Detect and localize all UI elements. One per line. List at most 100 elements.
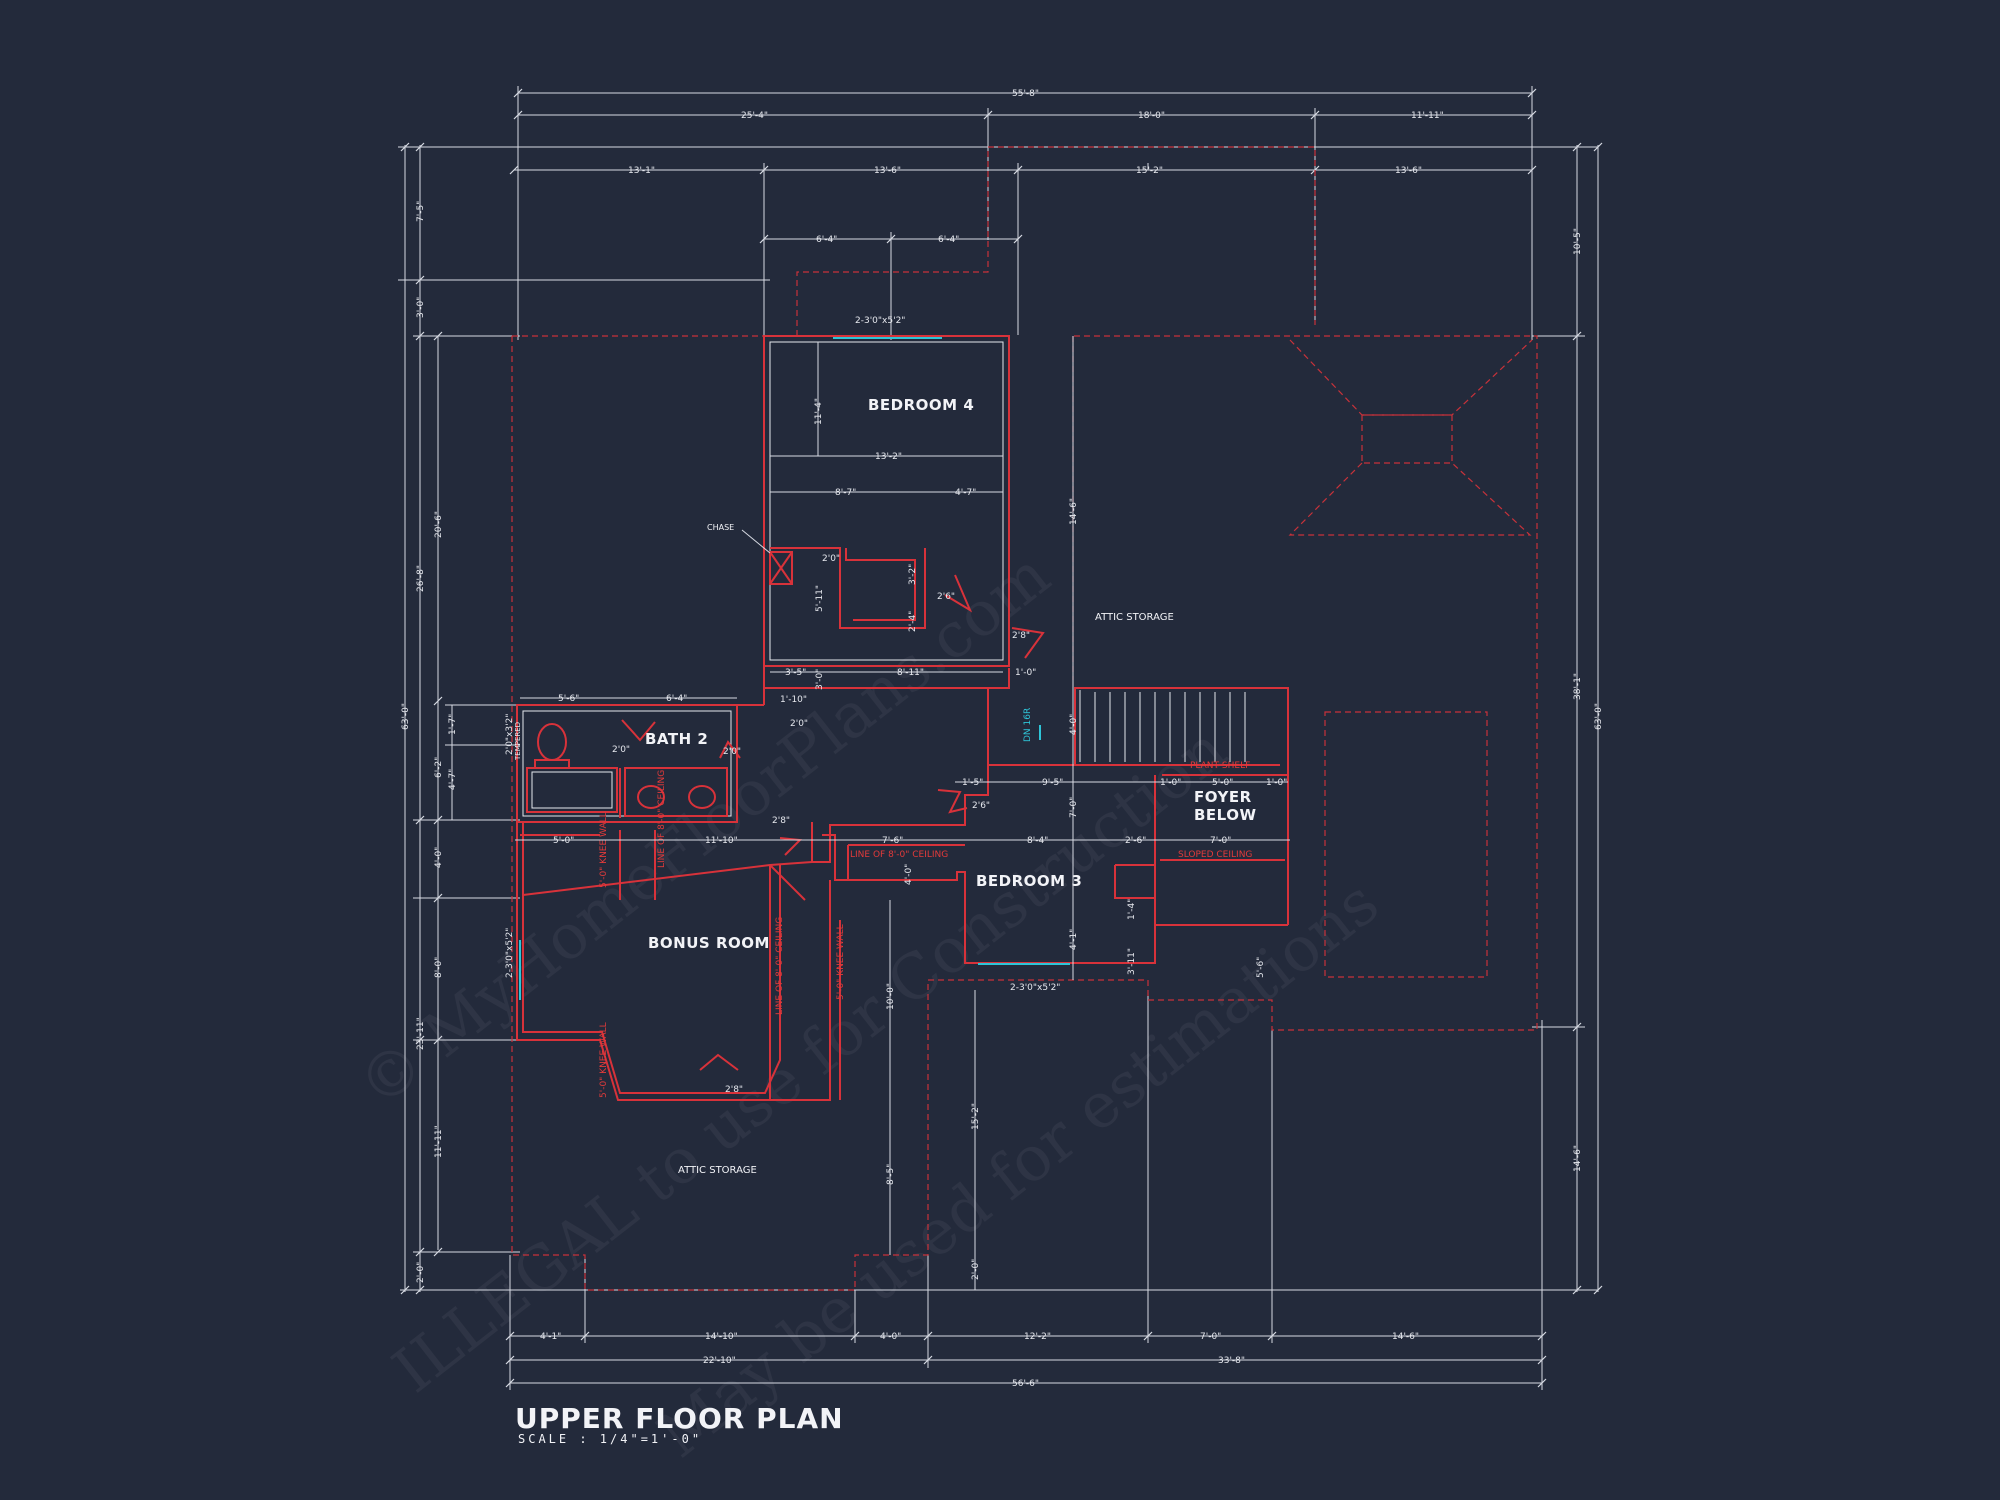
dim-left-a: 7'-5" [416, 201, 426, 222]
dim-v-7-0: 7'-0" [1069, 797, 1079, 818]
dim-hall-e: 3'-0" [815, 669, 825, 690]
dim-stair-f: 2'6" [972, 801, 990, 811]
dim-left-d: 23'-11" [416, 1017, 426, 1050]
dim-left-f: 20'-6" [434, 511, 444, 538]
dim-top-e: 13'-6" [874, 166, 901, 176]
dim-closet-e: 2'6" [937, 592, 955, 602]
dim-right-overall: 63'-0" [1594, 703, 1604, 730]
dim-v-5-6: 5'-6" [1256, 957, 1266, 978]
room-labels: BEDROOM 4 BATH 2 BONUS ROOM BEDROOM 3 FO… [645, 396, 1256, 1176]
dim-bot-h: 33'-8" [1218, 1356, 1245, 1366]
room-attic-storage-bottom: ATTIC STORAGE [678, 1165, 757, 1176]
label-ceiling-line-a: LINE OF 8'-0" CEILING [850, 850, 948, 860]
dim-left-e: 2'-0" [416, 1262, 426, 1283]
dim-closet-d: 5'-11" [815, 585, 825, 612]
dim-top-a: 25'-4" [741, 111, 768, 121]
dim-left-c: 26'-8" [416, 565, 426, 592]
walls [516, 335, 1289, 1101]
dim-left-k: 11'-11" [434, 1125, 444, 1158]
room-foyer: FOYER [1194, 788, 1252, 806]
dim-closet-f: 2'8" [1012, 631, 1030, 641]
dim-stair-c: 5'-0" [1212, 778, 1233, 788]
dim-closet-b: 3'-2" [908, 564, 918, 585]
label-chase: CHASE [707, 523, 734, 532]
dimension-text: 55'-8" 25'-4" 18'-0" 11'-11" 13'-1" 13'-… [401, 89, 1604, 1389]
room-bedroom-3: BEDROOM 3 [976, 872, 1082, 890]
dim-bed4-h: 11'-4" [814, 398, 824, 425]
dim-bath-c: 2'0" [612, 745, 630, 755]
dim-mid-f: 2'-6" [1125, 836, 1146, 846]
dim-v-15-2: 15'-2" [971, 1103, 981, 1130]
dim-stair-e: 1'-0" [1266, 778, 1287, 788]
dim-left-b: 3'-0" [416, 297, 426, 318]
watermark-line-1: © MyHomeFloorPlans.com [344, 538, 1063, 1122]
room-bath-2: BATH 2 [645, 730, 708, 748]
dim-v-4-0: 4'-0" [1069, 714, 1079, 735]
dim-bot-overall: 56'-6" [1012, 1379, 1039, 1389]
dim-v-14-6: 14'-6" [1069, 498, 1079, 525]
dim-top-i: 6'-4" [938, 235, 959, 245]
dim-left-g: 6'-2" [434, 757, 444, 778]
dim-left-j: 8'-0" [434, 957, 444, 978]
label-ceiling-line-b: LINE OF 8'-0" CEILING [657, 770, 667, 868]
annotations: CHASE PLANT SHELF SLOPED CEILING LINE OF… [505, 316, 1252, 1098]
dim-mid-e: 8'-4" [1027, 836, 1048, 846]
dim-stair-b: 9'-5" [1042, 778, 1063, 788]
dim-v-1-4: 1'-4" [1127, 899, 1137, 920]
windows [519, 337, 1070, 1000]
room-bonus: BONUS ROOM [648, 934, 770, 952]
dim-right-b: 38'-1" [1573, 673, 1583, 700]
dim-mid-c: 2'8" [772, 816, 790, 826]
dim-mid-a: 5'-0" [553, 836, 574, 846]
dim-right-c: 14'-6" [1573, 1145, 1583, 1172]
dim-top-h: 6'-4" [816, 235, 837, 245]
dim-bot-g: 22'-10" [703, 1356, 736, 1366]
dimension-lines [398, 86, 1603, 1390]
label-window-bath: 2'0"x3'2" [505, 714, 515, 755]
plan-title: UPPER FLOOR PLAN [515, 1402, 844, 1435]
label-window-bed3: 2-3'0"x5'2" [1010, 983, 1060, 993]
dim-v-8-5: 8'-5" [886, 1164, 896, 1185]
dim-stair-d: 1'-0" [1160, 778, 1181, 788]
dim-v-10-0: 10'-0" [886, 983, 896, 1010]
label-tempered: TEMPERED [514, 722, 522, 761]
label-plant-shelf: PLANT SHELF [1190, 761, 1250, 771]
dim-bath-d: 2'0" [723, 747, 741, 757]
dim-top-c: 11'-11" [1411, 111, 1444, 121]
dim-bot-a: 4'-1" [540, 1332, 561, 1342]
dim-bonus-door: 2'8" [725, 1085, 743, 1095]
dim-v-3-11: 3'-11" [1127, 948, 1137, 975]
dim-left-h: 4'-7" [448, 769, 458, 790]
dim-left-overall: 63'-0" [401, 703, 411, 730]
dim-hall-d: 1'-10" [780, 695, 807, 705]
label-knee-wall-a: 5'-0" KNEE WALL [599, 812, 609, 888]
title-block: UPPER FLOOR PLAN SCALE : 1/4"=1'-0" [515, 1402, 844, 1446]
dim-bot-b: 14'-10" [705, 1332, 738, 1342]
label-knee-wall-b: 5'-0" KNEE WALL [599, 1022, 609, 1098]
dim-bot-c: 4'-0" [880, 1332, 901, 1342]
dim-top-overall: 55'-8" [1012, 89, 1039, 99]
watermark: © MyHomeFloorPlans.com ILLEGAL to use fo… [344, 538, 1392, 1472]
dim-closet-c: 2'-4" [908, 611, 918, 632]
dim-v-4-0b: 4'-0" [904, 864, 914, 885]
dim-bath-b: 6'-4" [666, 694, 687, 704]
dim-bot-d: 12'-2" [1024, 1332, 1051, 1342]
dim-hall-f: 2'0" [790, 719, 808, 729]
dim-bath-a: 5'-6" [558, 694, 579, 704]
label-sloped-ceiling: SLOPED CEILING [1178, 850, 1252, 860]
label-window-top: 2-3'0"x5'2" [855, 316, 905, 326]
dim-top-b: 18'-0" [1138, 111, 1165, 121]
dim-closet-a: 2'0" [822, 554, 840, 564]
dim-bed4-a: 8'-7" [835, 488, 856, 498]
dim-hall-b: 8'-11" [897, 668, 924, 678]
dim-top-g: 13'-6" [1395, 166, 1422, 176]
dim-left-l: 1'-7" [448, 714, 458, 735]
dim-mid-g: 7'-0" [1210, 836, 1231, 846]
dim-bed4-b: 4'-7" [955, 488, 976, 498]
room-attic-storage-right: ATTIC STORAGE [1095, 612, 1174, 623]
dim-bot-f: 14'-6" [1392, 1332, 1419, 1342]
dim-mid-d: 7'-6" [882, 836, 903, 846]
label-knee-wall-c: 5'-0" KNEE WALL [836, 924, 846, 1000]
dim-bed4-w: 13'-2" [875, 452, 902, 462]
